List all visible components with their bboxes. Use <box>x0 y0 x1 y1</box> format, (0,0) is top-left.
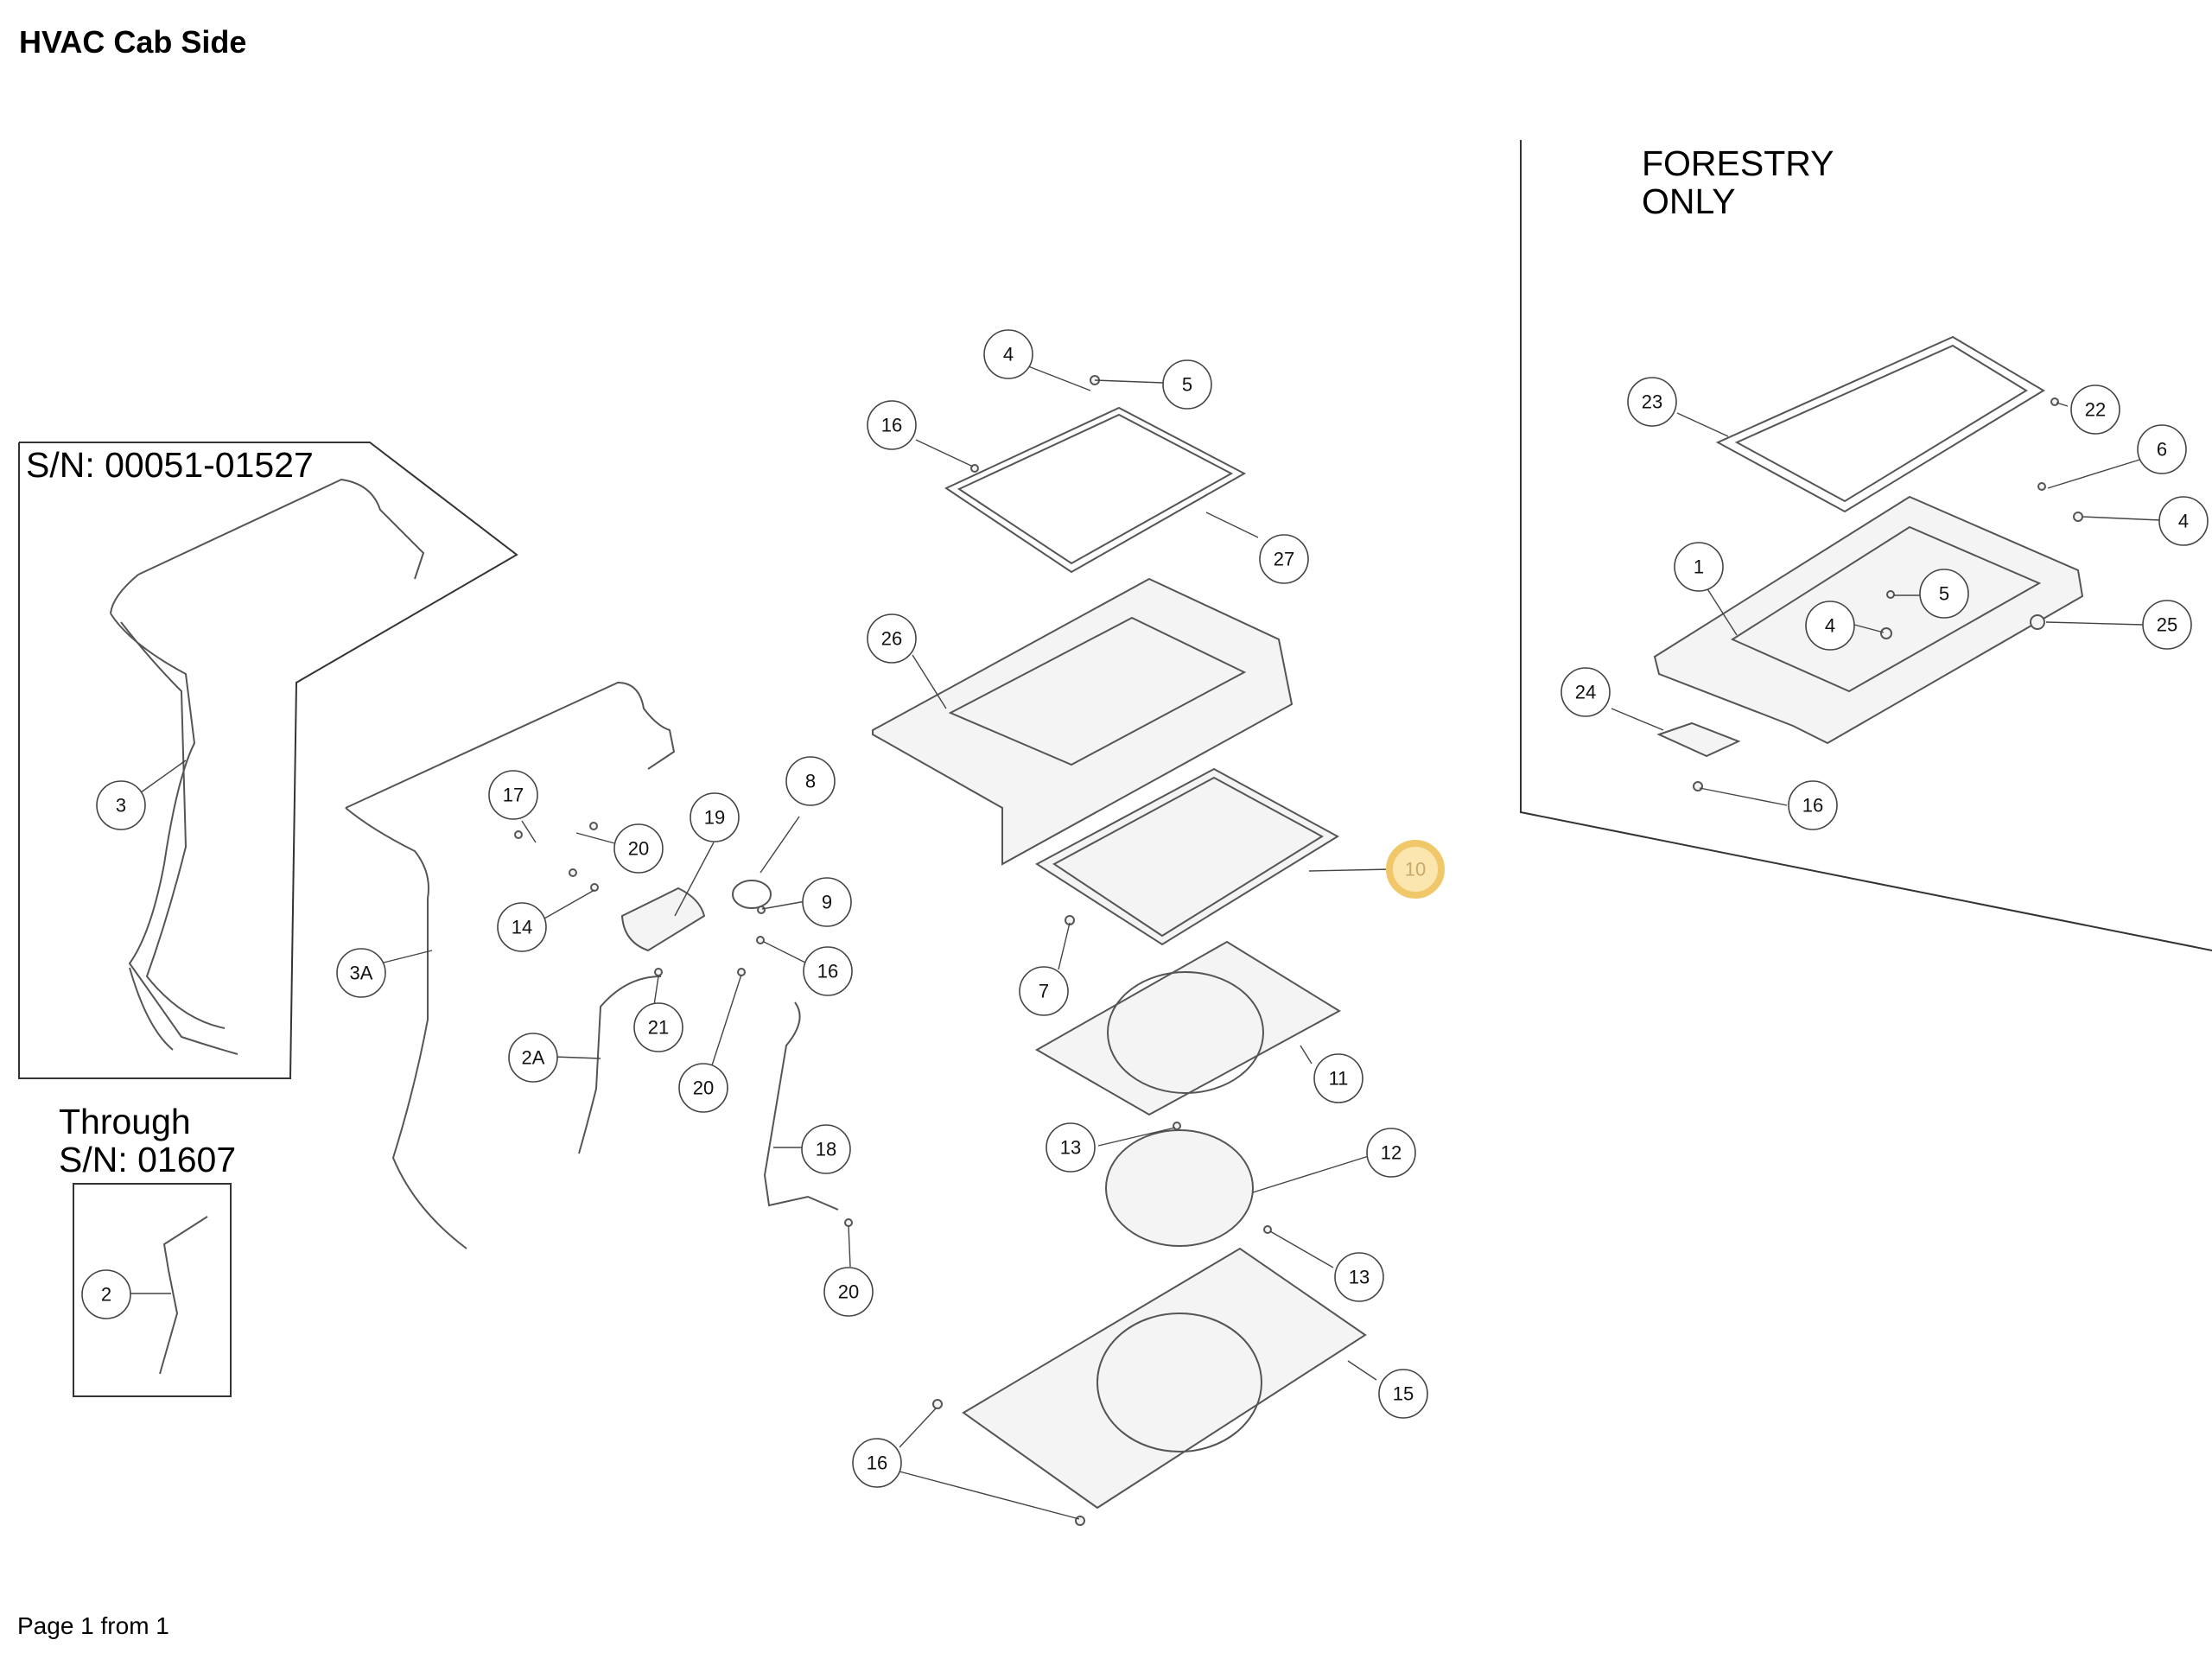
callout-16-mid[interactable]: 16 <box>803 946 853 996</box>
callout-2[interactable]: 2 <box>81 1269 131 1319</box>
svg-text:5: 5 <box>1939 583 1949 605</box>
svg-text:19: 19 <box>704 807 725 829</box>
svg-text:2A: 2A <box>522 1047 545 1069</box>
svg-text:13: 13 <box>1349 1267 1370 1288</box>
svg-text:16: 16 <box>817 961 838 982</box>
callout-19[interactable]: 19 <box>690 792 740 842</box>
callout-5-forestry[interactable]: 5 <box>1919 569 1969 619</box>
callout-20-mid[interactable]: 20 <box>678 1063 728 1113</box>
through-note-line2: S/N: 01607 <box>59 1140 236 1179</box>
svg-text:20: 20 <box>693 1077 714 1099</box>
callout-7[interactable]: 7 <box>1019 966 1069 1016</box>
forestry-note-line2: ONLY <box>1642 181 1736 221</box>
callout-20-upper[interactable]: 20 <box>613 823 664 874</box>
callout-1-forestry[interactable]: 1 <box>1674 542 1724 592</box>
callout-10-highlighted[interactable]: 10 <box>1386 840 1445 899</box>
callout-20-lower[interactable]: 20 <box>823 1267 874 1317</box>
callout-8[interactable]: 8 <box>785 756 836 806</box>
callout-15[interactable]: 15 <box>1378 1369 1428 1419</box>
svg-text:15: 15 <box>1393 1383 1414 1405</box>
through-inset-frame <box>73 1183 232 1397</box>
svg-text:1: 1 <box>1694 556 1704 578</box>
callout-16-forestry[interactable]: 16 <box>1788 780 1838 830</box>
callout-9[interactable]: 9 <box>802 877 852 927</box>
forestry-note-line1: FORESTRY <box>1642 143 1834 183</box>
svg-text:4: 4 <box>2178 511 2189 532</box>
callout-3A[interactable]: 3A <box>336 948 386 998</box>
svg-text:18: 18 <box>816 1139 836 1160</box>
svg-text:27: 27 <box>1274 549 1294 570</box>
callout-3[interactable]: 3 <box>96 780 146 830</box>
callout-12[interactable]: 12 <box>1366 1128 1416 1178</box>
through-note-line1: Through <box>59 1102 191 1141</box>
svg-text:21: 21 <box>648 1017 669 1039</box>
serial-inset-frame <box>18 442 518 1079</box>
callout-18[interactable]: 18 <box>801 1124 851 1174</box>
callout-27[interactable]: 27 <box>1259 534 1309 584</box>
callout-23[interactable]: 23 <box>1627 377 1677 427</box>
callout-16-bottom[interactable]: 16 <box>852 1438 902 1488</box>
svg-text:6: 6 <box>2157 439 2167 461</box>
svg-text:10: 10 <box>1405 859 1426 880</box>
svg-text:20: 20 <box>628 838 649 860</box>
page-footer: Page 1 from 1 <box>17 1612 169 1639</box>
part-sketches <box>110 335 2084 1526</box>
svg-text:4: 4 <box>1003 344 1014 365</box>
callout-4-top[interactable]: 4 <box>983 329 1033 379</box>
svg-text:2: 2 <box>101 1284 111 1306</box>
svg-text:8: 8 <box>805 771 816 792</box>
callout-6-forestry[interactable]: 6 <box>2137 424 2187 474</box>
callout-2A[interactable]: 2A <box>508 1033 558 1083</box>
page-title: HVAC Cab Side <box>19 24 247 60</box>
callout-4-forestry-right[interactable]: 4 <box>2158 496 2209 546</box>
callout-21[interactable]: 21 <box>633 1002 683 1052</box>
callout-16-gasket[interactable]: 16 <box>867 400 917 450</box>
svg-text:7: 7 <box>1039 981 1049 1002</box>
leader-lines <box>125 364 2161 1520</box>
callout-14[interactable]: 14 <box>497 902 547 952</box>
svg-text:22: 22 <box>2085 399 2106 421</box>
callout-5-top[interactable]: 5 <box>1162 359 1212 410</box>
svg-text:3: 3 <box>116 795 126 817</box>
callout-22[interactable]: 22 <box>2070 385 2120 435</box>
callout-17[interactable]: 17 <box>488 770 538 820</box>
svg-text:23: 23 <box>1642 391 1662 413</box>
callout-25-forestry[interactable]: 25 <box>2142 600 2192 650</box>
callout-11[interactable]: 11 <box>1313 1053 1363 1103</box>
svg-text:16: 16 <box>1802 795 1823 817</box>
svg-text:14: 14 <box>512 917 532 938</box>
callout-13-lower[interactable]: 13 <box>1334 1252 1384 1302</box>
svg-text:5: 5 <box>1182 374 1192 396</box>
callout-24-forestry[interactable]: 24 <box>1560 667 1611 717</box>
svg-text:25: 25 <box>2157 614 2177 636</box>
svg-text:16: 16 <box>867 1452 887 1474</box>
callout-26[interactable]: 26 <box>867 613 917 664</box>
callout-13-upper[interactable]: 13 <box>1046 1122 1096 1173</box>
svg-text:13: 13 <box>1060 1137 1081 1159</box>
serial-range-note: S/N: 00051-01527 <box>26 445 314 485</box>
svg-text:9: 9 <box>822 892 832 913</box>
svg-text:24: 24 <box>1575 682 1596 703</box>
svg-text:16: 16 <box>881 415 902 436</box>
svg-text:4: 4 <box>1825 615 1835 637</box>
svg-text:26: 26 <box>881 628 902 650</box>
svg-text:17: 17 <box>503 785 524 806</box>
svg-text:20: 20 <box>838 1281 859 1303</box>
svg-text:12: 12 <box>1381 1142 1402 1164</box>
svg-text:3A: 3A <box>350 963 373 984</box>
svg-text:11: 11 <box>1329 1068 1349 1090</box>
forestry-boundary <box>1520 140 2212 951</box>
callout-4-forestry-center[interactable]: 4 <box>1805 601 1855 651</box>
